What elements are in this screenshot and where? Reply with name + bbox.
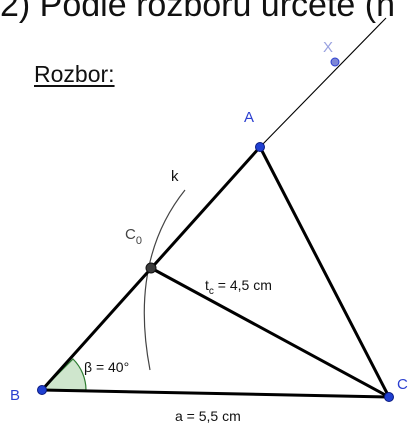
side-ac bbox=[258, 146, 391, 398]
point-b[interactable] bbox=[37, 385, 47, 395]
label-side-a: a = 5,5 cm bbox=[175, 408, 241, 424]
exercise-heading: 2) Podle rozboru určete (n bbox=[0, 0, 395, 24]
side-bc bbox=[41, 388, 390, 399]
label-c0: C0 bbox=[125, 226, 142, 247]
point-c0[interactable] bbox=[145, 262, 157, 274]
section-label-rozbor: Rozbor: bbox=[34, 61, 115, 87]
label-median-sub: c bbox=[209, 286, 214, 297]
label-k: k bbox=[171, 168, 179, 185]
label-c0-sub: 0 bbox=[136, 235, 142, 247]
point-a[interactable] bbox=[255, 142, 265, 152]
label-median-prefix: t bbox=[205, 277, 209, 293]
label-c0-main: C bbox=[125, 226, 136, 243]
label-c: C bbox=[397, 376, 408, 393]
label-a: A bbox=[244, 109, 254, 126]
median-tc bbox=[150, 266, 390, 399]
point-x[interactable] bbox=[330, 57, 340, 67]
label-b: B bbox=[10, 387, 20, 404]
label-median-value: = 4,5 cm bbox=[214, 277, 272, 293]
label-x: X bbox=[323, 39, 333, 56]
arc-k bbox=[143, 189, 186, 371]
label-median: tc = 4,5 cm bbox=[205, 277, 272, 297]
point-c[interactable] bbox=[384, 392, 394, 402]
ray-ax bbox=[259, 17, 387, 148]
label-beta: β = 40° bbox=[84, 359, 129, 375]
